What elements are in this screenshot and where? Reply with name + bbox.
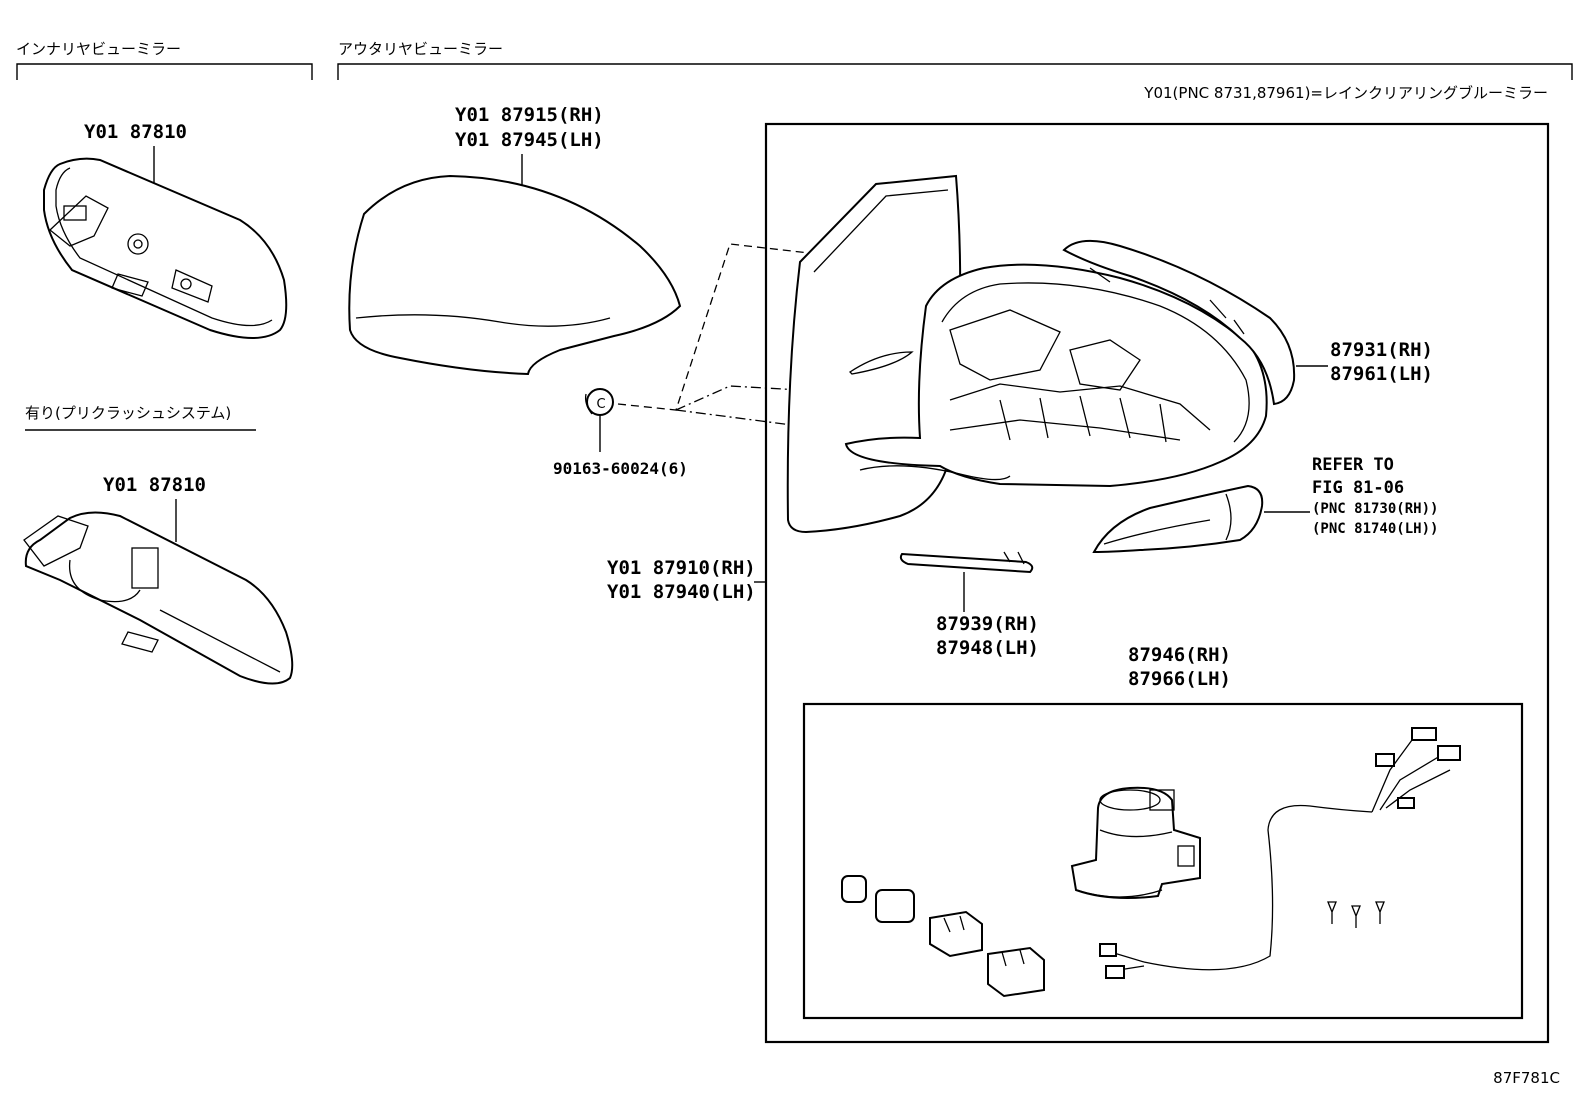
inner-mirror-label: Y01 87810 [84, 121, 187, 143]
strip-rh-label: 87939(RH) [936, 613, 1039, 635]
strip-lh-label: 87948(LH) [936, 637, 1039, 659]
screws [1327, 901, 1385, 928]
assembly-dashed-line [617, 243, 907, 411]
motor-assembly-frame [802, 702, 1524, 1020]
inner-mirror-precrash-label: Y01 87810 [103, 474, 206, 496]
motor-lh-label: 87966(LH) [1128, 668, 1231, 690]
housing-lh-label: 87961(LH) [1330, 363, 1433, 385]
refer-fig-text: FIG 81-06 [1312, 478, 1404, 498]
precrash-section-title: 有り(プリクラッシュシステム) [25, 404, 231, 422]
mirror-assembly-frame [764, 122, 1550, 1044]
clip-c: C [584, 388, 614, 416]
inner-section-bracket [16, 63, 313, 80]
housing-rh-label: 87931(RH) [1330, 339, 1433, 361]
mirror-cover [348, 174, 682, 376]
housing-back-cover [1062, 239, 1296, 406]
inner-rearview-mirror-precrash [23, 511, 294, 685]
inner-rearview-mirror [43, 157, 288, 339]
rain-clearing-note: Y01(PNC 8731,87961)=レインクリアリングブルーミラー [1143, 84, 1548, 102]
mirror-assy-lh-label: Y01 87940(LH) [607, 581, 756, 603]
turn-signal-lamp [1092, 484, 1264, 554]
refer-pnc-lh-text: (PNC 81740(LH)) [1312, 521, 1438, 537]
refer-pnc-rh-text: (PNC 81730(RH)) [1312, 501, 1438, 517]
mirror-cover-rh-label: Y01 87915(RH) [455, 104, 604, 126]
motor-wire-harness [1099, 727, 1461, 979]
mirror-housing [844, 263, 1268, 488]
clip-letter: C [596, 397, 605, 412]
figure-code: 87F781C [1493, 1069, 1560, 1087]
mirror-motor [1070, 786, 1201, 899]
light-strip [899, 551, 1034, 574]
refer-to-text: REFER TO [1312, 455, 1394, 475]
motor-rh-label: 87946(RH) [1128, 644, 1231, 666]
motor-connectors [841, 875, 1045, 998]
inner-mirror-section-title: インナリヤビューミラー [16, 40, 181, 58]
outer-section-bracket [337, 63, 1573, 80]
mirror-cover-lh-label: Y01 87945(LH) [455, 129, 604, 151]
clip-label: 90163-60024(6) [553, 459, 688, 478]
outer-mirror-section-title: アウタリヤビューミラー [338, 40, 503, 58]
mirror-assy-rh-label: Y01 87910(RH) [607, 557, 756, 579]
